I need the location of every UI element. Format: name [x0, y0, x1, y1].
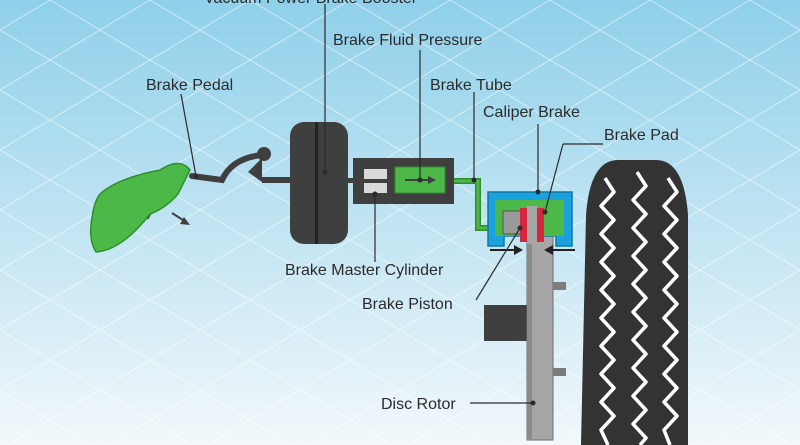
label-disc-rotor: Disc Rotor [381, 396, 456, 413]
cylinder-piston [364, 169, 387, 179]
label-brake-pedal: Brake Pedal [146, 77, 234, 94]
leader-brake-pedal [180, 93, 197, 177]
leader-lines [180, 4, 603, 404]
tire [581, 160, 688, 445]
leader-dots [193, 169, 548, 406]
label-brake-pad: Brake Pad [604, 127, 679, 144]
leader-brake-pad-diagonal [544, 143, 564, 213]
rotor-bolt [553, 368, 566, 376]
rotor-bolt [553, 282, 566, 290]
booster-rod [348, 178, 356, 183]
pedal-assembly [89, 147, 271, 253]
label-brake-fluid-pressure: Brake Fluid Pressure [333, 32, 483, 49]
pushrod [262, 177, 292, 183]
label-brake-tube: Brake Tube [430, 77, 512, 94]
wheel-hub [484, 305, 529, 341]
pedal-pivot [257, 147, 271, 161]
master-cylinder [353, 158, 454, 204]
label-vacuum-booster: Vacuum Power Brake Booster [204, 0, 417, 8]
leader-brake-piston [475, 227, 521, 301]
brake-pad-outer [537, 208, 544, 242]
caliper-brake [487, 191, 573, 247]
vacuum-booster [290, 122, 348, 244]
label-caliper-brake: Caliper Brake [483, 104, 580, 121]
clamp-arrows [490, 245, 575, 255]
label-brake-piston: Brake Piston [362, 296, 453, 313]
label-brake-master-cylinder: Brake Master Cylinder [285, 262, 444, 279]
pedal-arm [189, 152, 265, 184]
brake-pad-inner [520, 208, 527, 242]
shoe-on-brake-pedal-icon [89, 162, 191, 253]
cylinder-piston [364, 183, 387, 193]
